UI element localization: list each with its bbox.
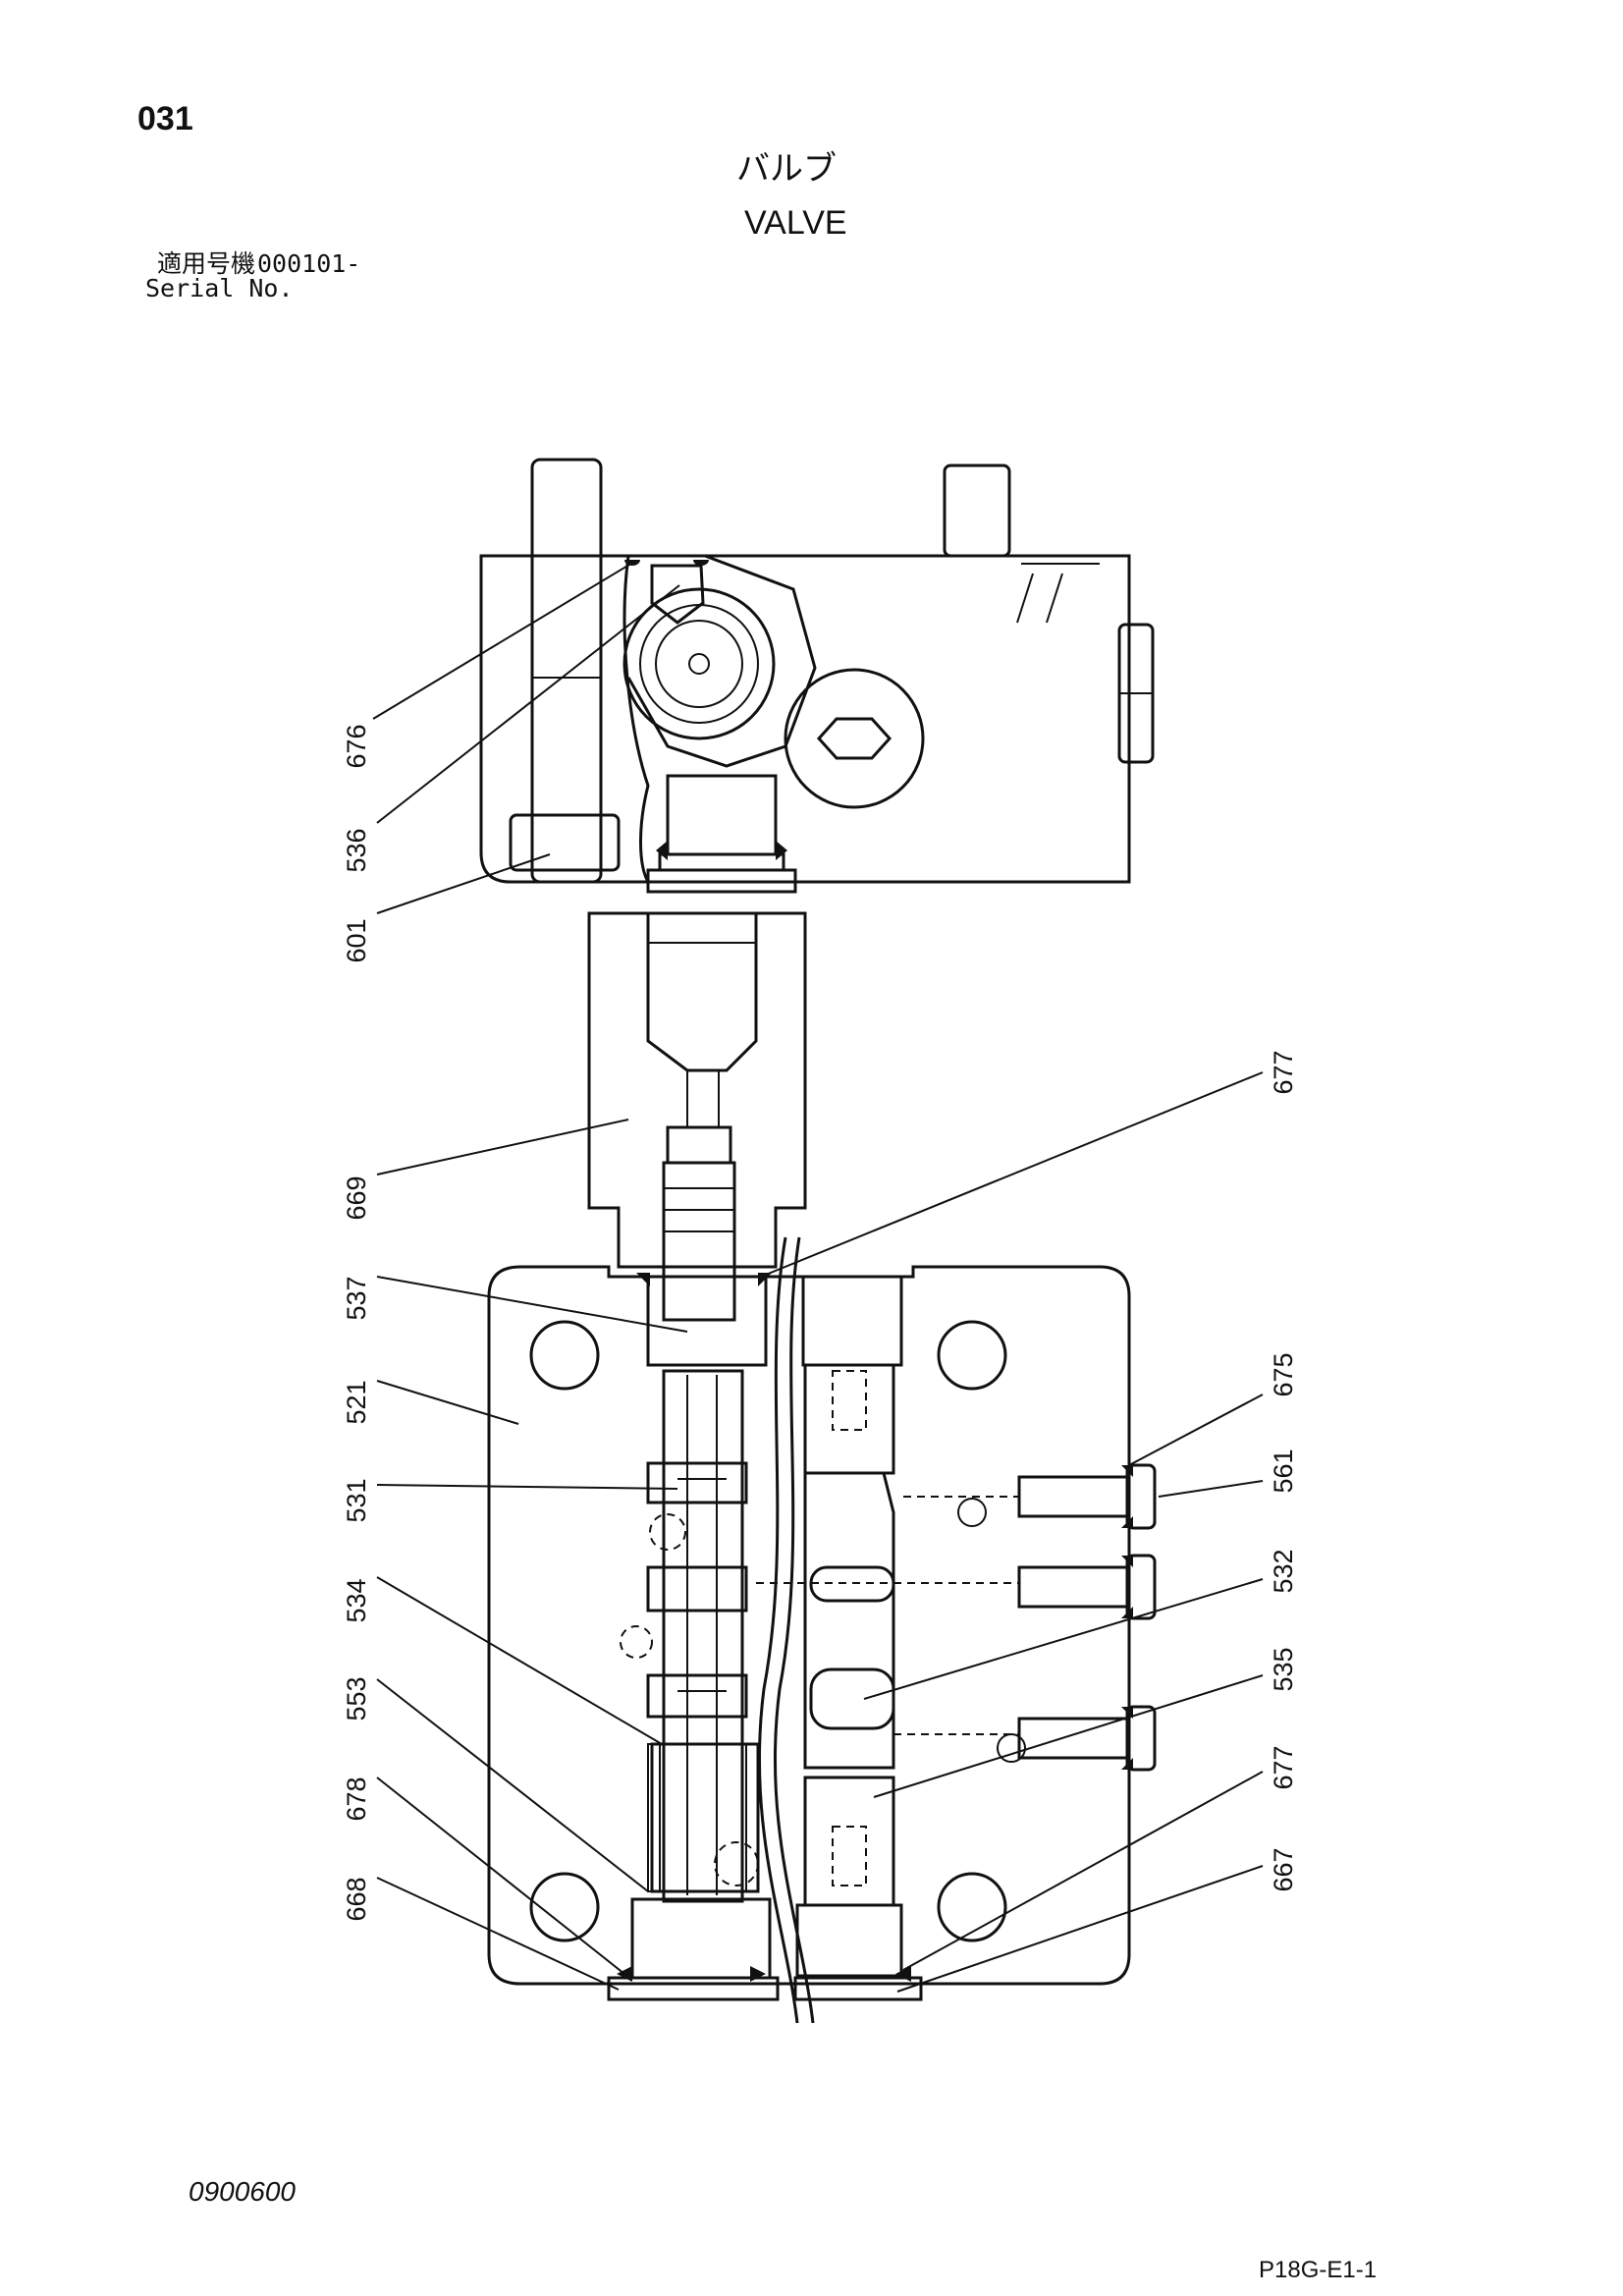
callout-537: 537: [342, 1276, 371, 1320]
callout-668: 668: [342, 1877, 371, 1921]
callout-676: 676: [342, 724, 371, 768]
serial-label-japanese: 適用号機: [157, 249, 256, 278]
callout-535: 535: [1269, 1647, 1298, 1691]
callout-531: 531: [342, 1478, 371, 1522]
sheet-id: P18G-E1-1: [1259, 2257, 1378, 2283]
callout-521: 521: [342, 1380, 371, 1424]
callout-675: 675: [1269, 1352, 1298, 1396]
callout-677-bottom: 677: [1269, 1745, 1298, 1789]
serial-label-english: Serial No.: [145, 274, 294, 302]
lower-valve-block: [487, 1236, 1157, 2024]
callout-669: 669: [342, 1175, 371, 1220]
callout-601: 601: [342, 918, 371, 962]
middle-adaptor: [587, 911, 807, 1322]
callout-667: 667: [1269, 1847, 1298, 1891]
document-code: 0900600: [189, 2176, 297, 2207]
callouts-left: 676 536 601 669 537 521 531 534 553 678 …: [342, 724, 371, 1921]
callout-561: 561: [1269, 1449, 1298, 1493]
title-english: VALVE: [744, 204, 847, 242]
callout-532: 532: [1269, 1549, 1298, 1593]
upper-valve-block: [479, 458, 1155, 894]
title-japanese: バルブ: [736, 149, 837, 189]
callout-553: 553: [342, 1676, 371, 1721]
leader-lines: [372, 561, 1264, 1993]
callouts-right: 677 675 561 532 535 677 667: [1269, 1050, 1298, 1891]
page-number: 031: [137, 100, 193, 137]
callout-534: 534: [342, 1578, 371, 1622]
callout-678: 678: [342, 1777, 371, 1821]
serial-value: 000101-: [257, 249, 361, 278]
callout-677-top: 677: [1269, 1050, 1298, 1094]
callout-536: 536: [342, 828, 371, 872]
